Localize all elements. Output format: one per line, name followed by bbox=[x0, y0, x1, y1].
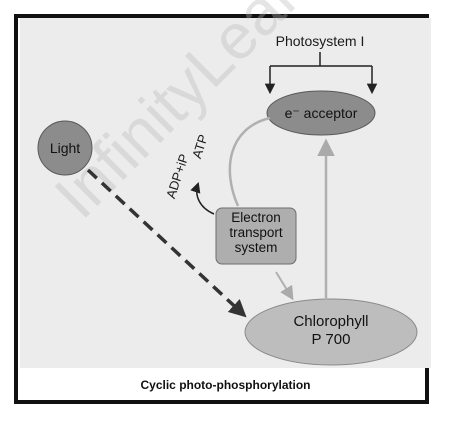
acceptor-label: e⁻ acceptor bbox=[284, 104, 358, 121]
adp-atp-curve bbox=[190, 182, 215, 215]
light-node bbox=[37, 120, 93, 176]
acceptor-node bbox=[266, 90, 376, 136]
chlorophyll-label-line1: Chlorophyll bbox=[293, 313, 369, 330]
chlorophyll-node bbox=[244, 298, 418, 366]
ets-label-line1: Electron bbox=[231, 210, 281, 225]
ets-node bbox=[215, 207, 297, 265]
ets-label: Electron transport system bbox=[216, 210, 296, 255]
light-label: Light bbox=[49, 139, 81, 156]
diagram-caption: Cyclic photo-phosphorylation bbox=[140, 378, 311, 392]
photosystem-title: Photosystem I bbox=[275, 33, 365, 49]
ets-label-line2: transport bbox=[229, 225, 283, 241]
ets-label-line3: system bbox=[234, 240, 278, 256]
light-to-chlorophyll-arrow bbox=[86, 168, 247, 318]
acceptor-to-ets-curve bbox=[228, 116, 271, 207]
ets-to-chlorophyll-arrow bbox=[275, 271, 294, 301]
chlorophyll-label: Chlorophyll P 700 bbox=[265, 313, 397, 349]
chlorophyll-label-line2: P 700 bbox=[311, 331, 351, 348]
